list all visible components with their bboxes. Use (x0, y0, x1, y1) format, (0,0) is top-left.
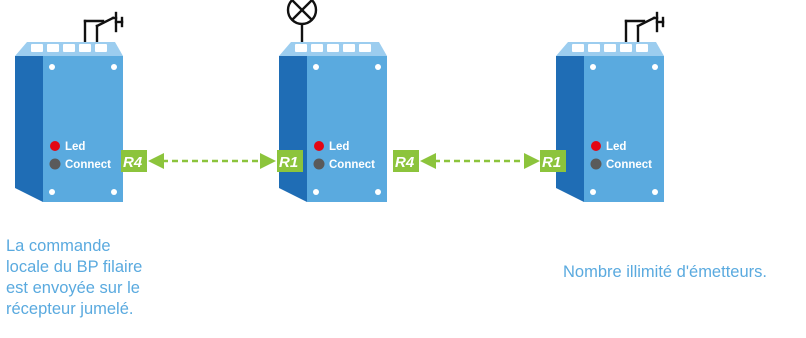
arrow-head-icon (524, 153, 540, 169)
svg-text:R1: R1 (542, 154, 561, 171)
svg-text:R4: R4 (123, 154, 143, 171)
connect-label: Connect (65, 159, 111, 171)
caption-left-line: est envoyée sur le (6, 279, 140, 297)
caption-right-text: Nombre illimité d'émetteurs. (563, 263, 767, 281)
caption-left-line: La commande (6, 237, 111, 255)
caption-left-line: locale du BP filaire (6, 258, 143, 276)
arrow-head-icon (260, 153, 276, 169)
link-middle-right (420, 153, 540, 169)
led-label: Led (65, 141, 85, 153)
connect-indicator (49, 158, 61, 170)
caption-left-line: récepteur jumelé. (6, 300, 134, 318)
svg-text:R4: R4 (395, 154, 415, 171)
push-button-icon (624, 11, 665, 48)
connect-label: Connect (606, 159, 652, 171)
tag-r4-left: R4 (121, 150, 147, 172)
tag-r4-middle: R4 (393, 150, 419, 172)
led-label: Led (329, 141, 349, 153)
arrow-head-icon (420, 153, 436, 169)
led-indicator (50, 141, 60, 151)
arrow-head-icon (148, 153, 164, 169)
device-left: Led Connect R4 (15, 11, 147, 202)
connect-indicator (313, 158, 325, 170)
device-right: Led Connect R1 (540, 11, 665, 202)
connect-label: Connect (329, 159, 375, 171)
led-label: Led (606, 141, 626, 153)
svg-text:R1: R1 (279, 154, 298, 171)
led-indicator (314, 141, 324, 151)
link-left-middle (148, 153, 276, 169)
push-button-icon (83, 11, 124, 48)
device-middle: Led Connect R1 R4 (277, 0, 419, 202)
led-indicator (591, 141, 601, 151)
caption-left: La commande locale du BP filaire est env… (6, 236, 142, 320)
lamp-symbol-icon (286, 0, 318, 44)
tag-r1-right: R1 (540, 150, 566, 172)
caption-right: Nombre illimité d'émetteurs. (563, 262, 767, 283)
connect-indicator (590, 158, 602, 170)
tag-r1-middle: R1 (277, 150, 303, 172)
